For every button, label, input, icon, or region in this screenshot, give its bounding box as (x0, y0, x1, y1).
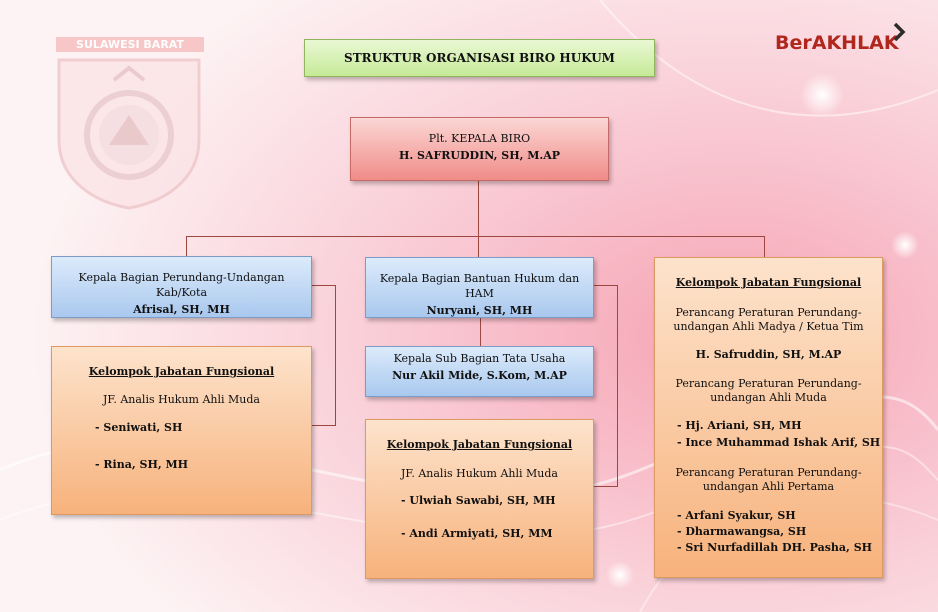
group-mid-box (365, 419, 594, 579)
group-right-role3: undangan Ahli Pertama (702, 480, 835, 493)
group-right-member: - Hj. Ariani, SH, MH (677, 419, 802, 432)
bagian-left-position: Kepala Bagian Perundang-Undangan Kab/Kot… (78, 271, 285, 299)
group-mid-heading: Kelompok Jabatan Fungsional (386, 438, 573, 451)
provincial-emblem-icon (57, 58, 201, 210)
group-right-name1: H. Safruddin, SH, M.AP (695, 348, 842, 361)
group-right-heading: Kelompok Jabatan Fungsional (675, 276, 862, 289)
connector-line (480, 317, 481, 347)
subbagian-name: Nur Akil Mide, S.Kom, M.AP (392, 369, 567, 382)
group-mid-role: JF. Analis Hukum Ahli Muda (401, 467, 558, 480)
chevron-right-icon (893, 22, 906, 42)
head-box: Plt. KEPALA BIRO H. SAFRUDDIN, SH, M.AP (350, 117, 609, 181)
group-right-member: - Ince Muhammad Ishak Arif, SH (677, 436, 881, 449)
bagian-mid-position: Kepala Bagian Bantuan Hukum dan HAM (379, 272, 580, 300)
group-mid-member: - Andi Armiyati, SH, MM (401, 527, 553, 540)
subbagian-position: Kepala Sub Bagian Tata Usaha (393, 352, 566, 365)
group-right-role2: Perancang Peraturan Perundang- (675, 377, 862, 390)
head-position: Plt. KEPALA BIRO (428, 132, 531, 145)
bagian-left-box: Kepala Bagian Perundang-Undangan Kab/Kot… (51, 256, 312, 318)
connector-line (617, 285, 618, 487)
group-right-member: - Arfani Syakur, SH (677, 509, 796, 522)
group-left-member: - Seniwati, SH (95, 421, 183, 434)
connector-line (594, 486, 618, 487)
group-right-box (654, 257, 883, 578)
head-name: H. SAFRUDDIN, SH, M.AP (398, 149, 561, 162)
group-right-role1: Perancang Peraturan Perundang- (675, 306, 862, 319)
subbagian-box: Kepala Sub Bagian Tata Usaha Nur Akil Mi… (365, 346, 594, 397)
connector-line (594, 285, 617, 286)
page-title: STRUKTUR ORGANISASI BIRO HUKUM (304, 39, 655, 77)
connector-line (764, 236, 765, 258)
bagian-mid-name: Nuryani, SH, MH (426, 304, 533, 317)
group-right-member: - Dharmawangsa, SH (677, 525, 807, 538)
group-right-role1: undangan Ahli Madya / Ketua Tim (673, 320, 864, 333)
connector-line (335, 285, 336, 425)
page-title-text: STRUKTUR ORGANISASI BIRO HUKUM (344, 51, 615, 65)
group-right-role2: undangan Ahli Muda (710, 391, 827, 404)
group-left-heading: Kelompok Jabatan Fungsional (88, 365, 275, 378)
group-mid-member: - Ulwiah Sawabi, SH, MH (401, 494, 556, 507)
connector-line (186, 236, 764, 237)
connector-line (311, 425, 336, 426)
connector-line (311, 285, 335, 286)
group-left-box (51, 346, 312, 515)
group-left-member: - Rina, SH, MH (95, 458, 189, 471)
bagian-left-name: Afrisal, SH, MH (133, 303, 230, 316)
bagian-mid-box: Kepala Bagian Bantuan Hukum dan HAM Nury… (365, 257, 594, 318)
group-right-role3: Perancang Peraturan Perundang- (675, 466, 862, 479)
berakhlak-logo: BerAKHLAK (775, 32, 899, 54)
connector-line (478, 180, 479, 257)
group-right-member: - Sri Nurfadillah DH. Pasha, SH (677, 541, 873, 554)
connector-line (186, 236, 187, 256)
emblem-label: SULAWESI BARAT (56, 37, 204, 52)
group-left-role: JF. Analis Hukum Ahli Muda (103, 393, 260, 406)
